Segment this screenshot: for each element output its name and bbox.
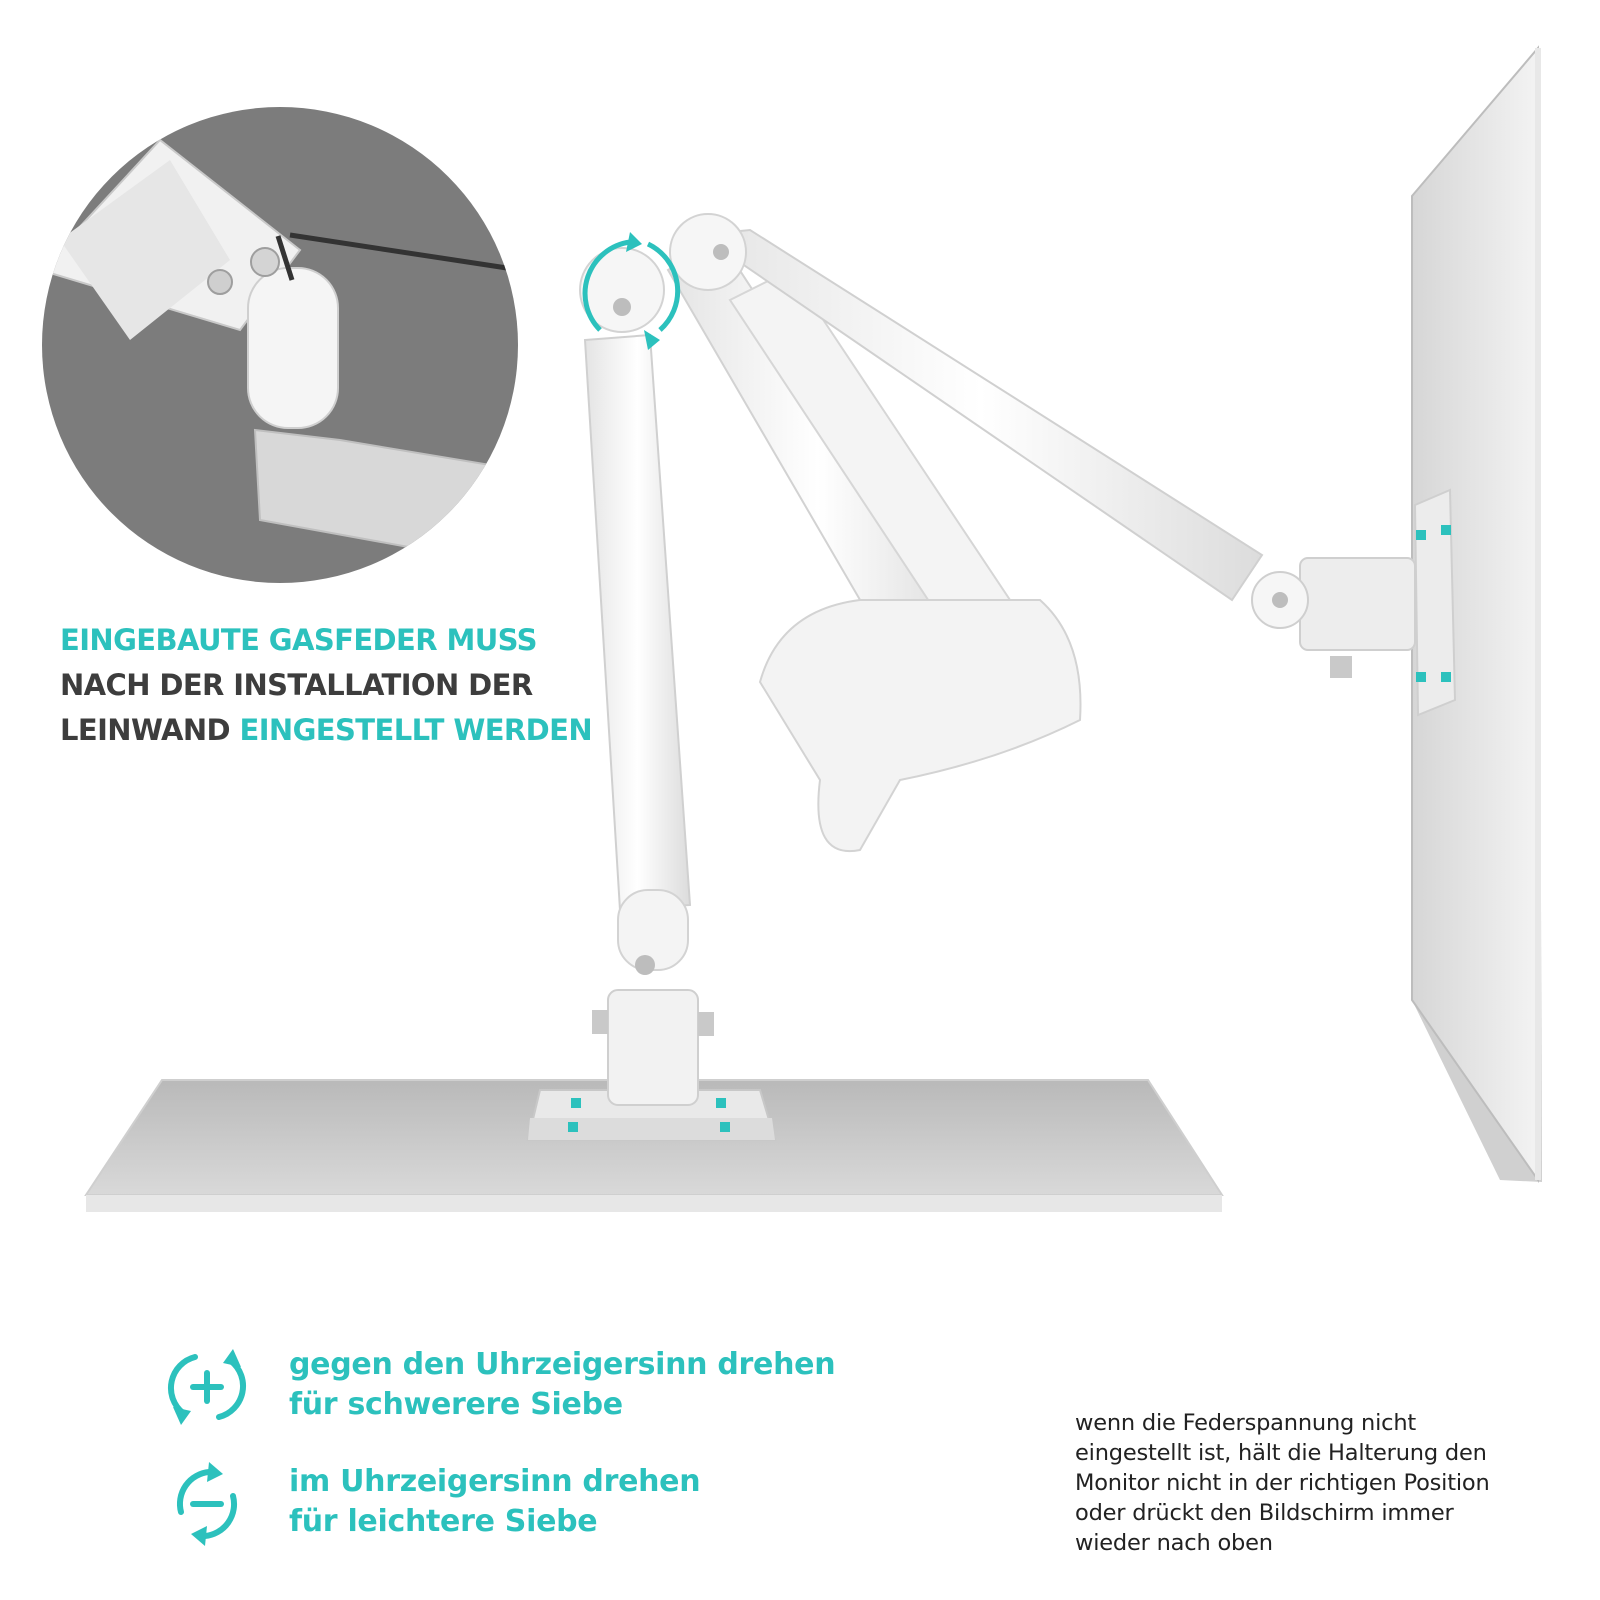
rotate-clockwise-minus-icon (176, 1462, 238, 1546)
zoom-detail-circle (42, 107, 518, 583)
monitor (1411, 45, 1542, 1184)
base-mount (526, 989, 777, 1141)
headline-part3: LEINWAND (60, 713, 240, 747)
headline-part1: EINGEBAUTE GASFEDER MUSS (60, 623, 538, 657)
legend-2-line1: im Uhrzeigersinn drehen (289, 1464, 701, 1499)
rotate-counterclockwise-plus-icon (168, 1349, 246, 1425)
legend-item-counterclockwise: gegen den Uhrzeigersinn drehen für schwe… (165, 1345, 836, 1429)
upper-arm (669, 213, 1264, 602)
rotation-arrows (582, 232, 681, 350)
legend-2-line2: für leichtere Siebe (289, 1504, 598, 1539)
vesa-bracket (1251, 488, 1457, 717)
headline-part4: EINGESTELLT WERDEN (239, 713, 593, 747)
headline: EINGEBAUTE GASFEDER MUSS NACH DER INSTAL… (60, 618, 620, 753)
legend-1-line1: gegen den Uhrzeigersinn drehen (289, 1347, 836, 1382)
headline-part2: NACH DER INSTALLATION DER (60, 668, 533, 702)
legend-item-clockwise: im Uhrzeigersinn drehen für leichtere Si… (165, 1462, 701, 1546)
vertical-arm (579, 247, 692, 975)
spring-tension-note: wenn die Federspannung nicht eingestellt… (1075, 1410, 1490, 1556)
legend-1-line2: für schwerere Siebe (289, 1387, 623, 1422)
